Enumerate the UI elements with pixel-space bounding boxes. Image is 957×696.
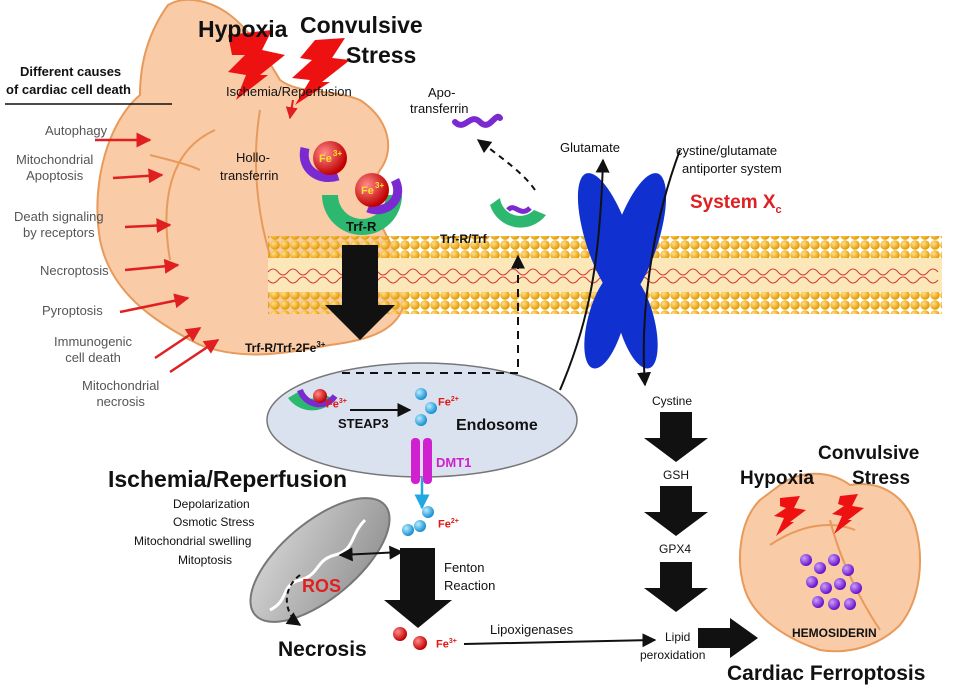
cause-autophagy: Autophagy bbox=[45, 123, 108, 138]
endo-fe2-sup: 2+ bbox=[450, 396, 459, 403]
ros-label: ROS bbox=[302, 576, 342, 596]
endo-fe2-label: Fe2+ bbox=[438, 396, 459, 409]
antiporter-label-2: antiporter system bbox=[682, 161, 782, 176]
ischemia-item-mitoptosis: Mitoptosis bbox=[178, 553, 233, 567]
lightning-left-icon bbox=[228, 30, 285, 100]
heart-convulsive-label: Convulsive bbox=[818, 443, 920, 464]
trf-receptor-empty bbox=[490, 198, 546, 228]
trfr-2fe-label: Trf-R/Trf-2Fe3+ bbox=[245, 340, 325, 355]
trfr-2fe-sup: 3+ bbox=[316, 340, 326, 349]
trfr-label: Trf-R bbox=[346, 219, 377, 234]
causes-heading-1: Different causes bbox=[20, 64, 122, 79]
ischemia-item-depolarization: Depolarization bbox=[173, 497, 250, 511]
fenton-fe3-text: Fe bbox=[436, 638, 449, 651]
system-xc-sub: c bbox=[775, 203, 782, 216]
endosome-label: Endosome bbox=[456, 417, 538, 434]
cystine-label: Cystine bbox=[652, 394, 693, 408]
apo-label-1: Apo- bbox=[428, 85, 456, 100]
ischemia-top-label: Ischemia/Reperfusion bbox=[226, 84, 352, 99]
causes-heading-2: of cardiac cell death bbox=[6, 82, 131, 97]
necrosis-label: Necrosis bbox=[278, 638, 367, 661]
system-xc-transporter bbox=[577, 173, 667, 369]
internalization-arrow bbox=[325, 245, 395, 340]
stress-label: Stress bbox=[346, 42, 417, 68]
glutamate-label: Glutamate bbox=[560, 140, 620, 155]
apo-label-2: transferrin bbox=[410, 101, 469, 116]
lipid-label-1: Lipid bbox=[665, 630, 691, 644]
endo-fe3-text: Fe bbox=[326, 398, 339, 411]
convulsive-label: Convulsive bbox=[300, 12, 423, 38]
fenton-fe2-label: Fe2+ bbox=[438, 518, 459, 531]
svg-text:Fe: Fe bbox=[319, 153, 332, 165]
hemosiderin-label: HEMOSIDERIN bbox=[792, 626, 877, 640]
steap3-label: STEAP3 bbox=[338, 416, 389, 431]
fenton-label-2: Reaction bbox=[444, 578, 496, 593]
apo-transferrin-icon bbox=[452, 113, 503, 128]
trfr-2fe-text: Trf-R/Trf-2Fe bbox=[245, 341, 317, 355]
trfr-trf-label: Trf-R/Trf bbox=[440, 232, 487, 246]
endo-fe3-sup: 3+ bbox=[338, 398, 347, 405]
fenton-arrow bbox=[384, 548, 452, 628]
fenton-fe2-sup: 2+ bbox=[450, 518, 459, 525]
lipoxigenases-label: Lipoxigenases bbox=[490, 622, 574, 637]
gpx4-label: GPX4 bbox=[659, 542, 692, 556]
gsh-label: GSH bbox=[663, 468, 690, 482]
cardiac-ferroptosis-label: Cardiac Ferroptosis bbox=[727, 662, 926, 685]
dmt1-transporter bbox=[411, 438, 432, 484]
heart-hypoxia-label: Hypoxia bbox=[740, 468, 814, 489]
ferroptotic-heart bbox=[739, 472, 921, 653]
cause-mito-necrosis: Mitochondrial necrosis bbox=[82, 378, 160, 409]
fenton-fe3-label: Fe3+ bbox=[436, 638, 457, 651]
antiporter-label-1: cystine/glutamate bbox=[676, 143, 778, 158]
lipid-label-2: peroxidation bbox=[640, 648, 706, 662]
hollo-label-1: Hollo- bbox=[236, 150, 270, 165]
dmt1-label: DMT1 bbox=[436, 455, 472, 470]
cause-immunogenic: Immunogenic cell death bbox=[54, 334, 133, 365]
svg-text:3+: 3+ bbox=[333, 149, 342, 158]
cause-mito-apoptosis: Mitochondrial Apoptosis bbox=[16, 152, 94, 183]
endo-fe3-label: Fe3+ bbox=[326, 398, 347, 411]
cause-death-signaling: Death signaling by receptors bbox=[14, 209, 104, 240]
system-xc-text: System X bbox=[690, 192, 776, 213]
ischemia-item-swelling: Mitochondrial swelling bbox=[134, 534, 252, 548]
svg-text:3+: 3+ bbox=[375, 181, 384, 190]
ischemia-item-osmotic: Osmotic Stress bbox=[173, 515, 255, 529]
heart-stress-label: Stress bbox=[852, 468, 911, 489]
system-xc-label: System Xc bbox=[690, 192, 782, 216]
lightning-right-icon bbox=[292, 38, 350, 105]
cause-necroptosis: Necroptosis bbox=[40, 263, 109, 278]
mitochondrion bbox=[249, 497, 391, 623]
fenton-label-1: Fenton bbox=[444, 560, 485, 575]
hollo-label-2: transferrin bbox=[220, 168, 279, 183]
fenton-fe3-sup: 3+ bbox=[448, 638, 457, 645]
hypoxia-label: Hypoxia bbox=[198, 16, 288, 42]
endo-fe2-text: Fe bbox=[438, 396, 451, 409]
ischemia-title: Ischemia/Reperfusion bbox=[108, 466, 348, 492]
fenton-fe2-text: Fe bbox=[438, 518, 451, 531]
cause-pyroptosis: Pyroptosis bbox=[42, 303, 103, 318]
svg-text:Fe: Fe bbox=[361, 185, 374, 197]
